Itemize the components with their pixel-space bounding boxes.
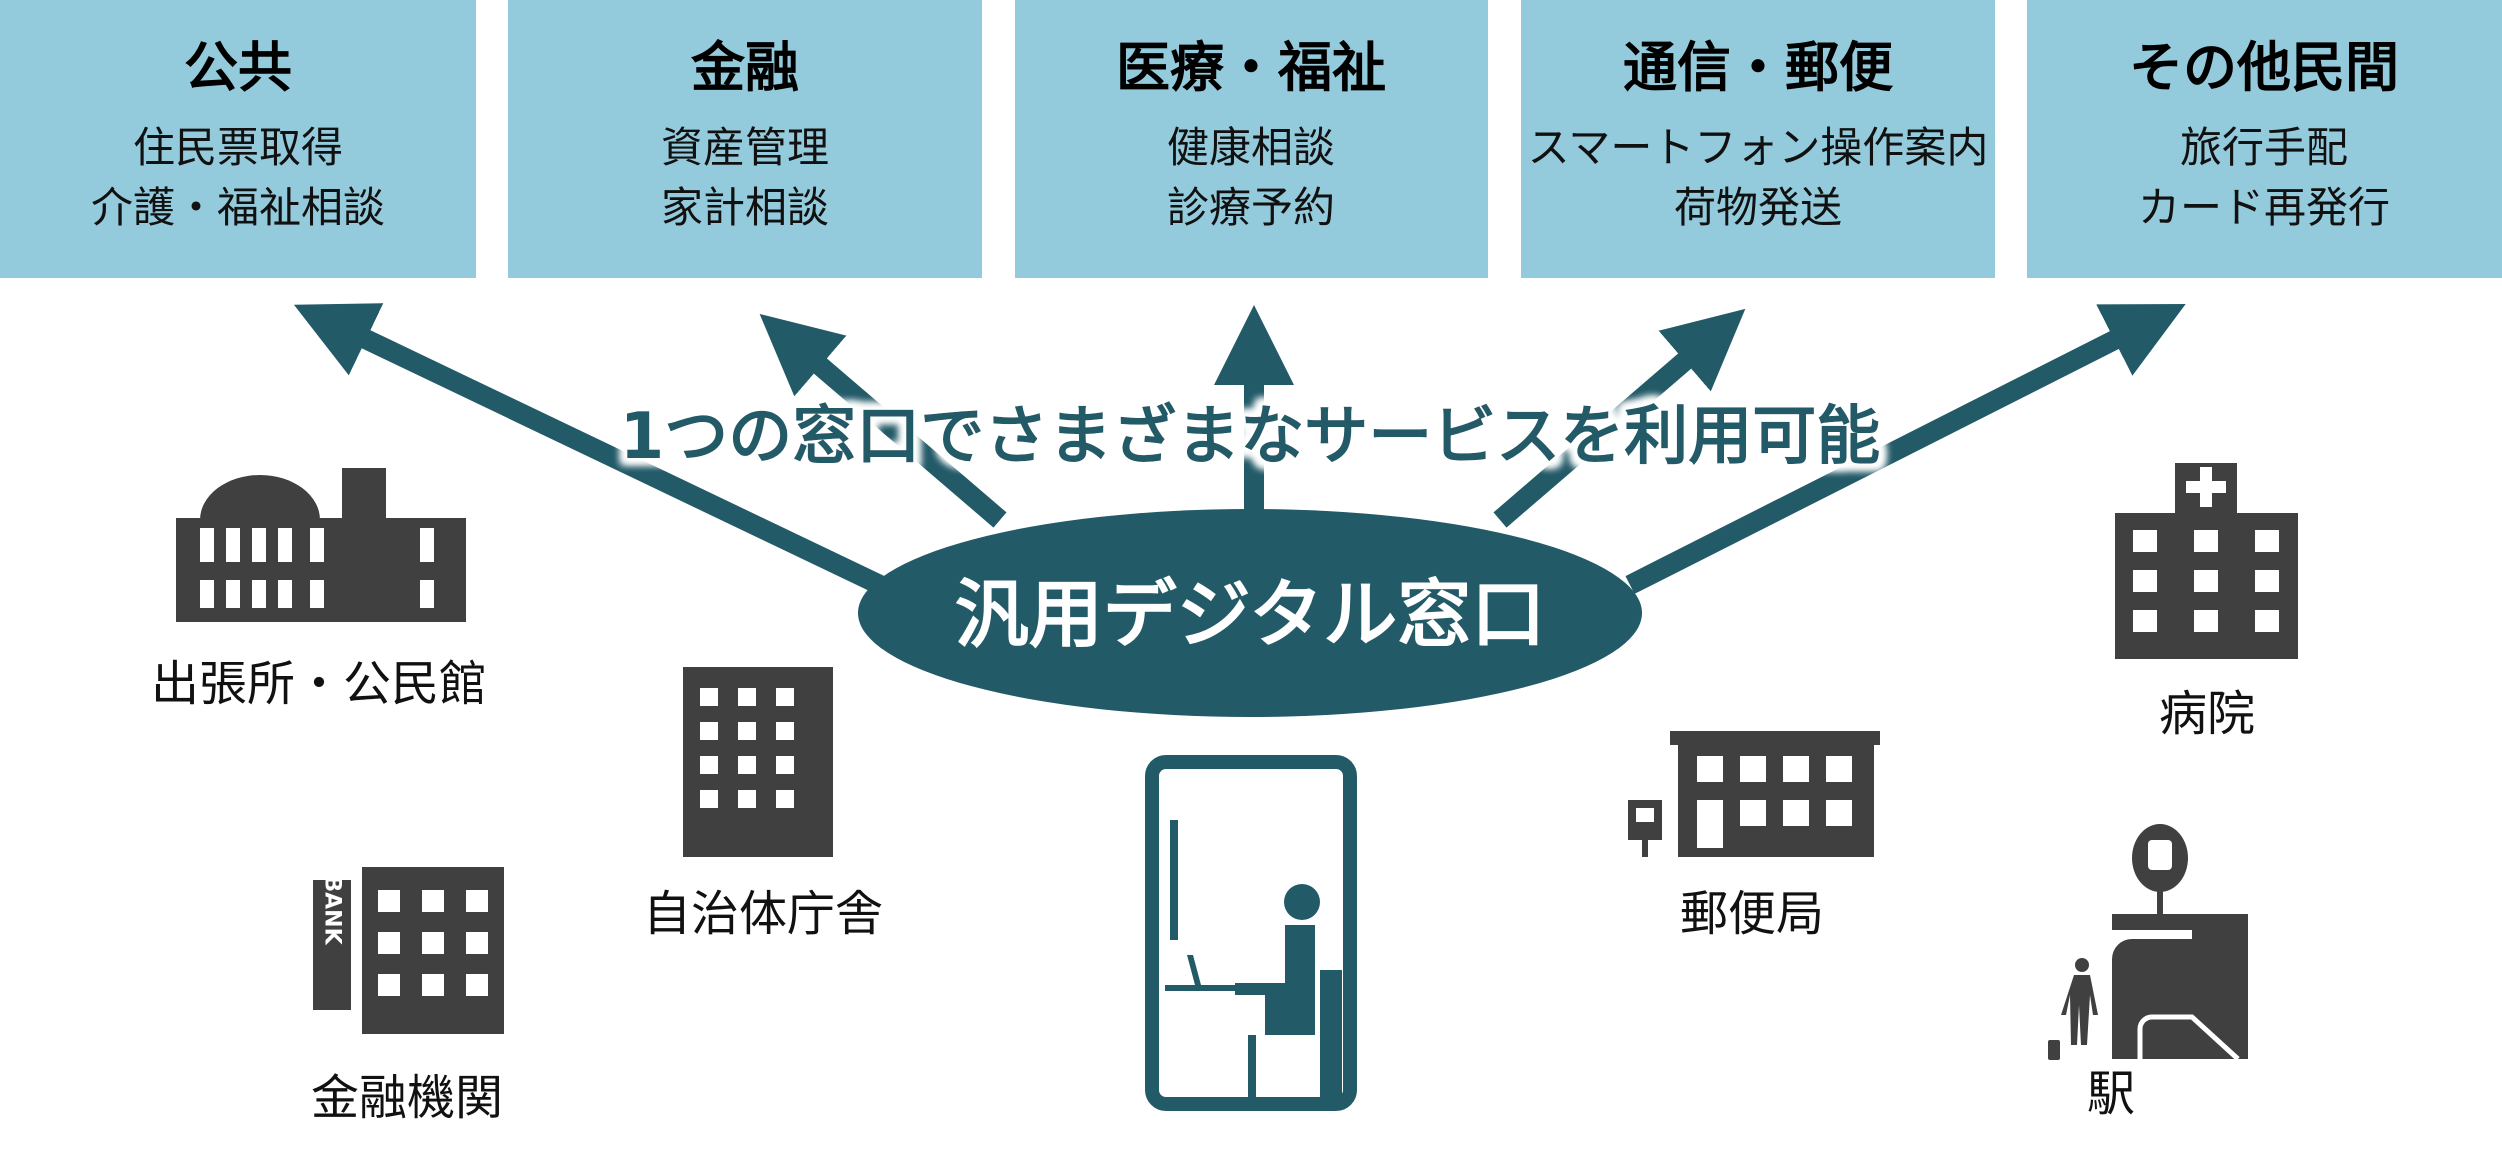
place-label-station: 駅 — [2087, 1066, 2135, 1122]
center-label: 汎用デジタル窓口 — [955, 572, 1546, 658]
place-label-bank: 金融機関 — [311, 1070, 503, 1126]
category-finance: 金融 資産管理 家計相談 — [508, 0, 982, 278]
arrow-telecom — [1493, 308, 1746, 528]
category-item: スマートフォン操作案内 — [1528, 123, 1989, 172]
category-medical-welfare: 医療・福祉 健康相談 診療予約 — [1015, 0, 1488, 278]
bank-icon: BANK — [313, 867, 504, 1034]
category-item: 資産管理 — [661, 123, 829, 172]
category-title: その他民間 — [2129, 36, 2399, 99]
place-label-branch: 出張所・公民館 — [151, 656, 487, 712]
category-title: 金融 — [690, 36, 799, 99]
arrow-finance — [759, 313, 1007, 528]
category-item: 診療予約 — [1167, 183, 1335, 232]
category-public: 公共 住民票取得 介護・福祉相談 — [0, 0, 476, 278]
category-item: 介護・福祉相談 — [91, 183, 385, 232]
category-telecom-postal: 通信・郵便 スマートフォン操作案内 荷物発送 — [1521, 0, 1995, 278]
category-title: 医療・福祉 — [1116, 36, 1386, 99]
center-window: 汎用デジタル窓口 — [858, 509, 1642, 717]
category-item: 荷物発送 — [1674, 183, 1842, 232]
category-item: カード再発行 — [2138, 183, 2390, 232]
digital-booth-icon — [1145, 755, 1357, 1111]
category-item: 健康相談 — [1167, 123, 1335, 172]
arrow-public — [293, 303, 885, 595]
bank-sign: BANK — [320, 875, 345, 945]
banner-text: 1つの窓口でさまざまなサービスを利用可能 — [620, 400, 1881, 474]
arrow-other — [1625, 303, 2186, 594]
arrows — [293, 303, 2186, 595]
category-item: 旅行手配 — [2180, 123, 2348, 172]
station-icon — [2048, 824, 2248, 1061]
city-hall-icon — [683, 667, 833, 857]
category-title: 通信・郵便 — [1623, 36, 1894, 99]
hospital-icon — [2115, 463, 2298, 659]
place-label-post-office: 郵便局 — [1680, 886, 1824, 942]
category-other-private: その他民間 旅行手配 カード再発行 — [2027, 0, 2502, 278]
category-item: 住民票取得 — [133, 123, 343, 172]
branch-office-icon — [176, 468, 466, 622]
post-office-icon — [1628, 731, 1880, 857]
category-item: 家計相談 — [661, 183, 829, 232]
place-label-hospital: 病院 — [2159, 686, 2255, 742]
place-label-city-hall: 自治体庁舎 — [643, 886, 883, 942]
category-title: 公共 — [184, 36, 292, 99]
